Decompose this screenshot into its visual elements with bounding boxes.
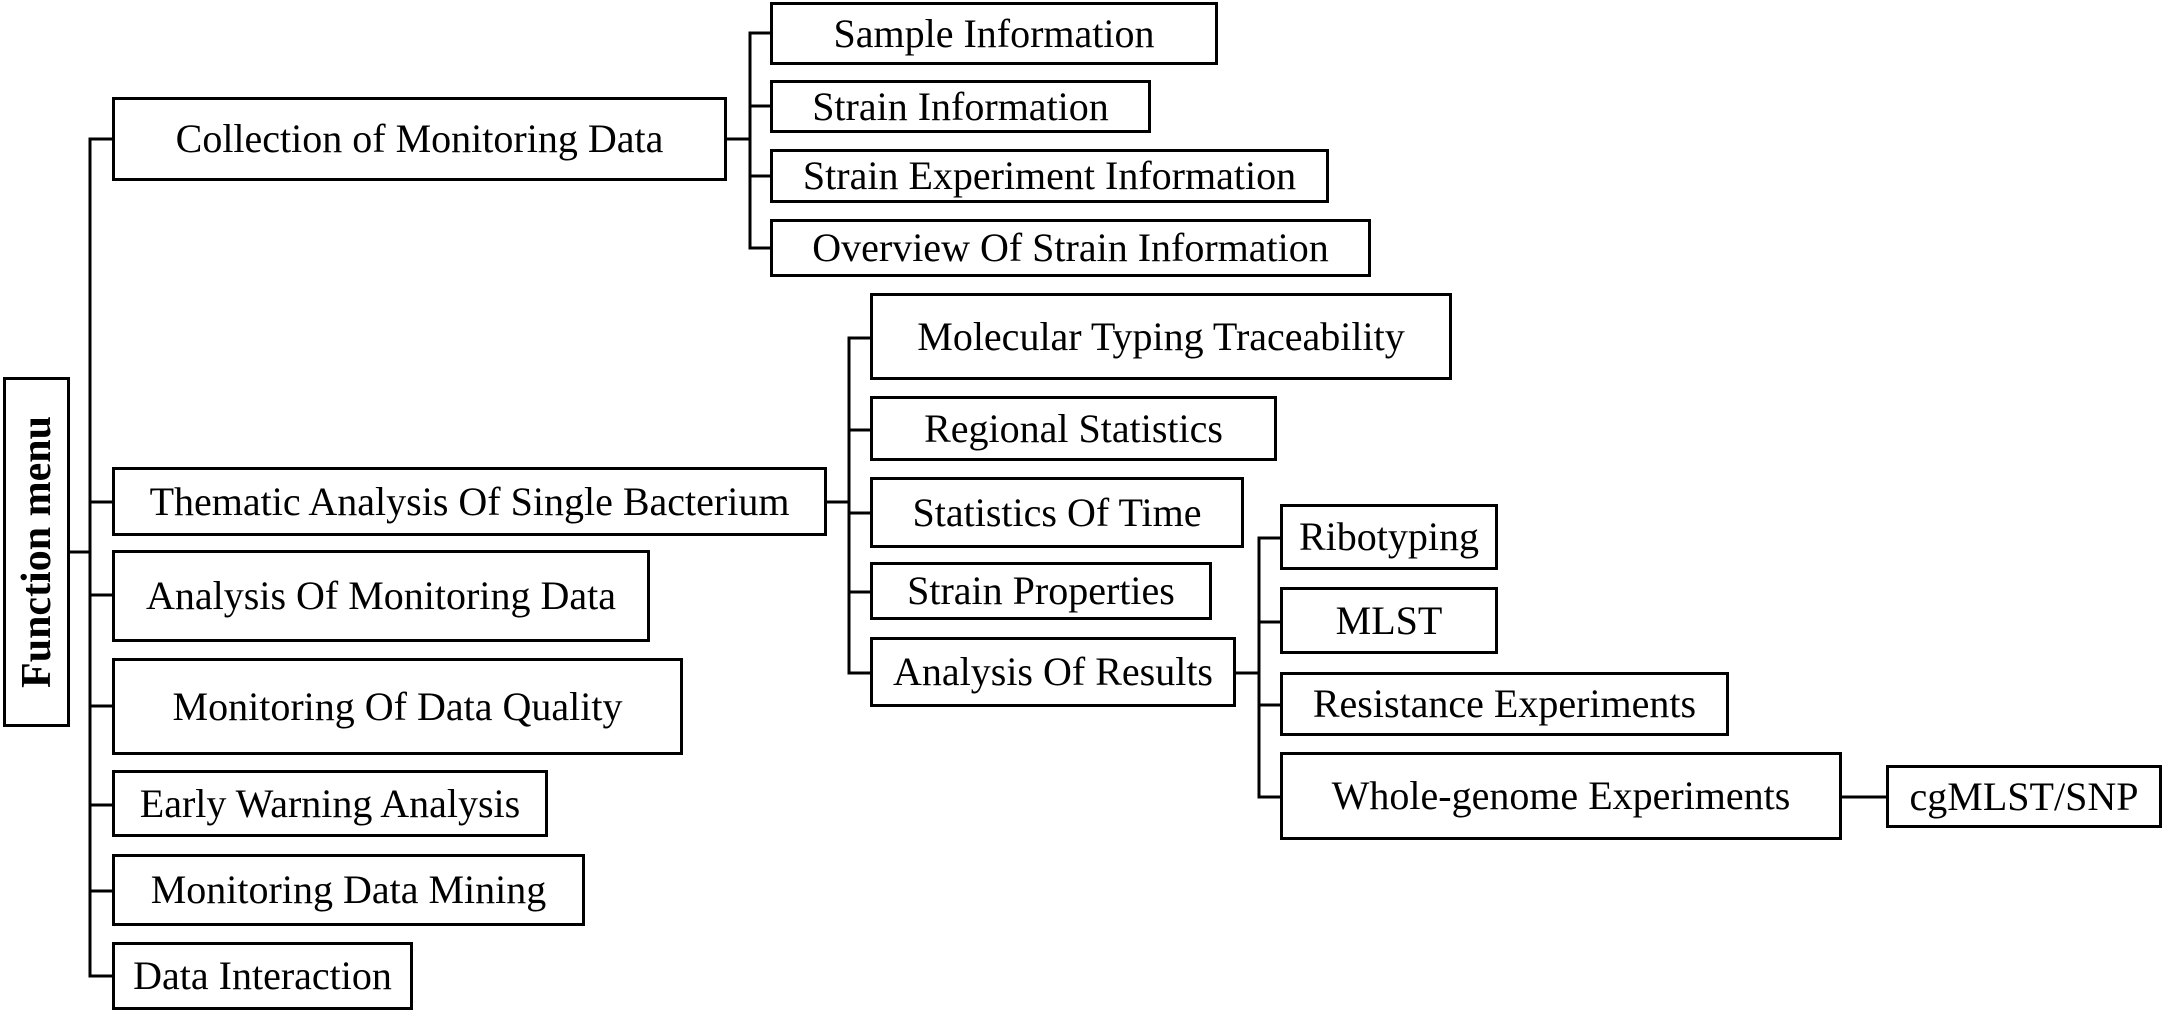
node-ribotyping[interactable]: Ribotyping	[1280, 504, 1498, 570]
function-menu-root[interactable]: Function menu	[3, 377, 70, 727]
node-regional-statistics[interactable]: Regional Statistics	[870, 396, 1277, 461]
node-overview-of-strain-information[interactable]: Overview Of Strain Information	[770, 219, 1371, 277]
node-sample-information[interactable]: Sample Information	[770, 2, 1218, 65]
function-menu-label: Function menu	[13, 416, 60, 688]
node-analysis-of-monitoring-data[interactable]: Analysis Of Monitoring Data	[112, 550, 650, 642]
node-early-warning-analysis[interactable]: Early Warning Analysis	[112, 770, 548, 837]
node-monitoring-of-data-quality[interactable]: Monitoring Of Data Quality	[112, 658, 683, 755]
node-data-interaction[interactable]: Data Interaction	[112, 942, 413, 1010]
node-statistics-of-time[interactable]: Statistics Of Time	[870, 477, 1244, 548]
node-whole-genome-experiments[interactable]: Whole-genome Experiments	[1280, 752, 1842, 840]
node-strain-experiment-information[interactable]: Strain Experiment Information	[770, 149, 1329, 203]
node-strain-properties[interactable]: Strain Properties	[870, 562, 1212, 620]
node-mlst[interactable]: MLST	[1280, 587, 1498, 654]
node-strain-information[interactable]: Strain Information	[770, 80, 1151, 133]
node-monitoring-data-mining[interactable]: Monitoring Data Mining	[112, 854, 585, 926]
node-analysis-of-results[interactable]: Analysis Of Results	[870, 637, 1236, 707]
node-resistance-experiments[interactable]: Resistance Experiments	[1280, 672, 1729, 736]
node-molecular-typing-traceability[interactable]: Molecular Typing Traceability	[870, 293, 1452, 380]
node-collection-of-monitoring-data[interactable]: Collection of Monitoring Data	[112, 97, 727, 181]
node-thematic-analysis-single-bacterium[interactable]: Thematic Analysis Of Single Bacterium	[112, 467, 827, 536]
node-cgmlst-snp[interactable]: cgMLST/SNP	[1886, 765, 2162, 828]
